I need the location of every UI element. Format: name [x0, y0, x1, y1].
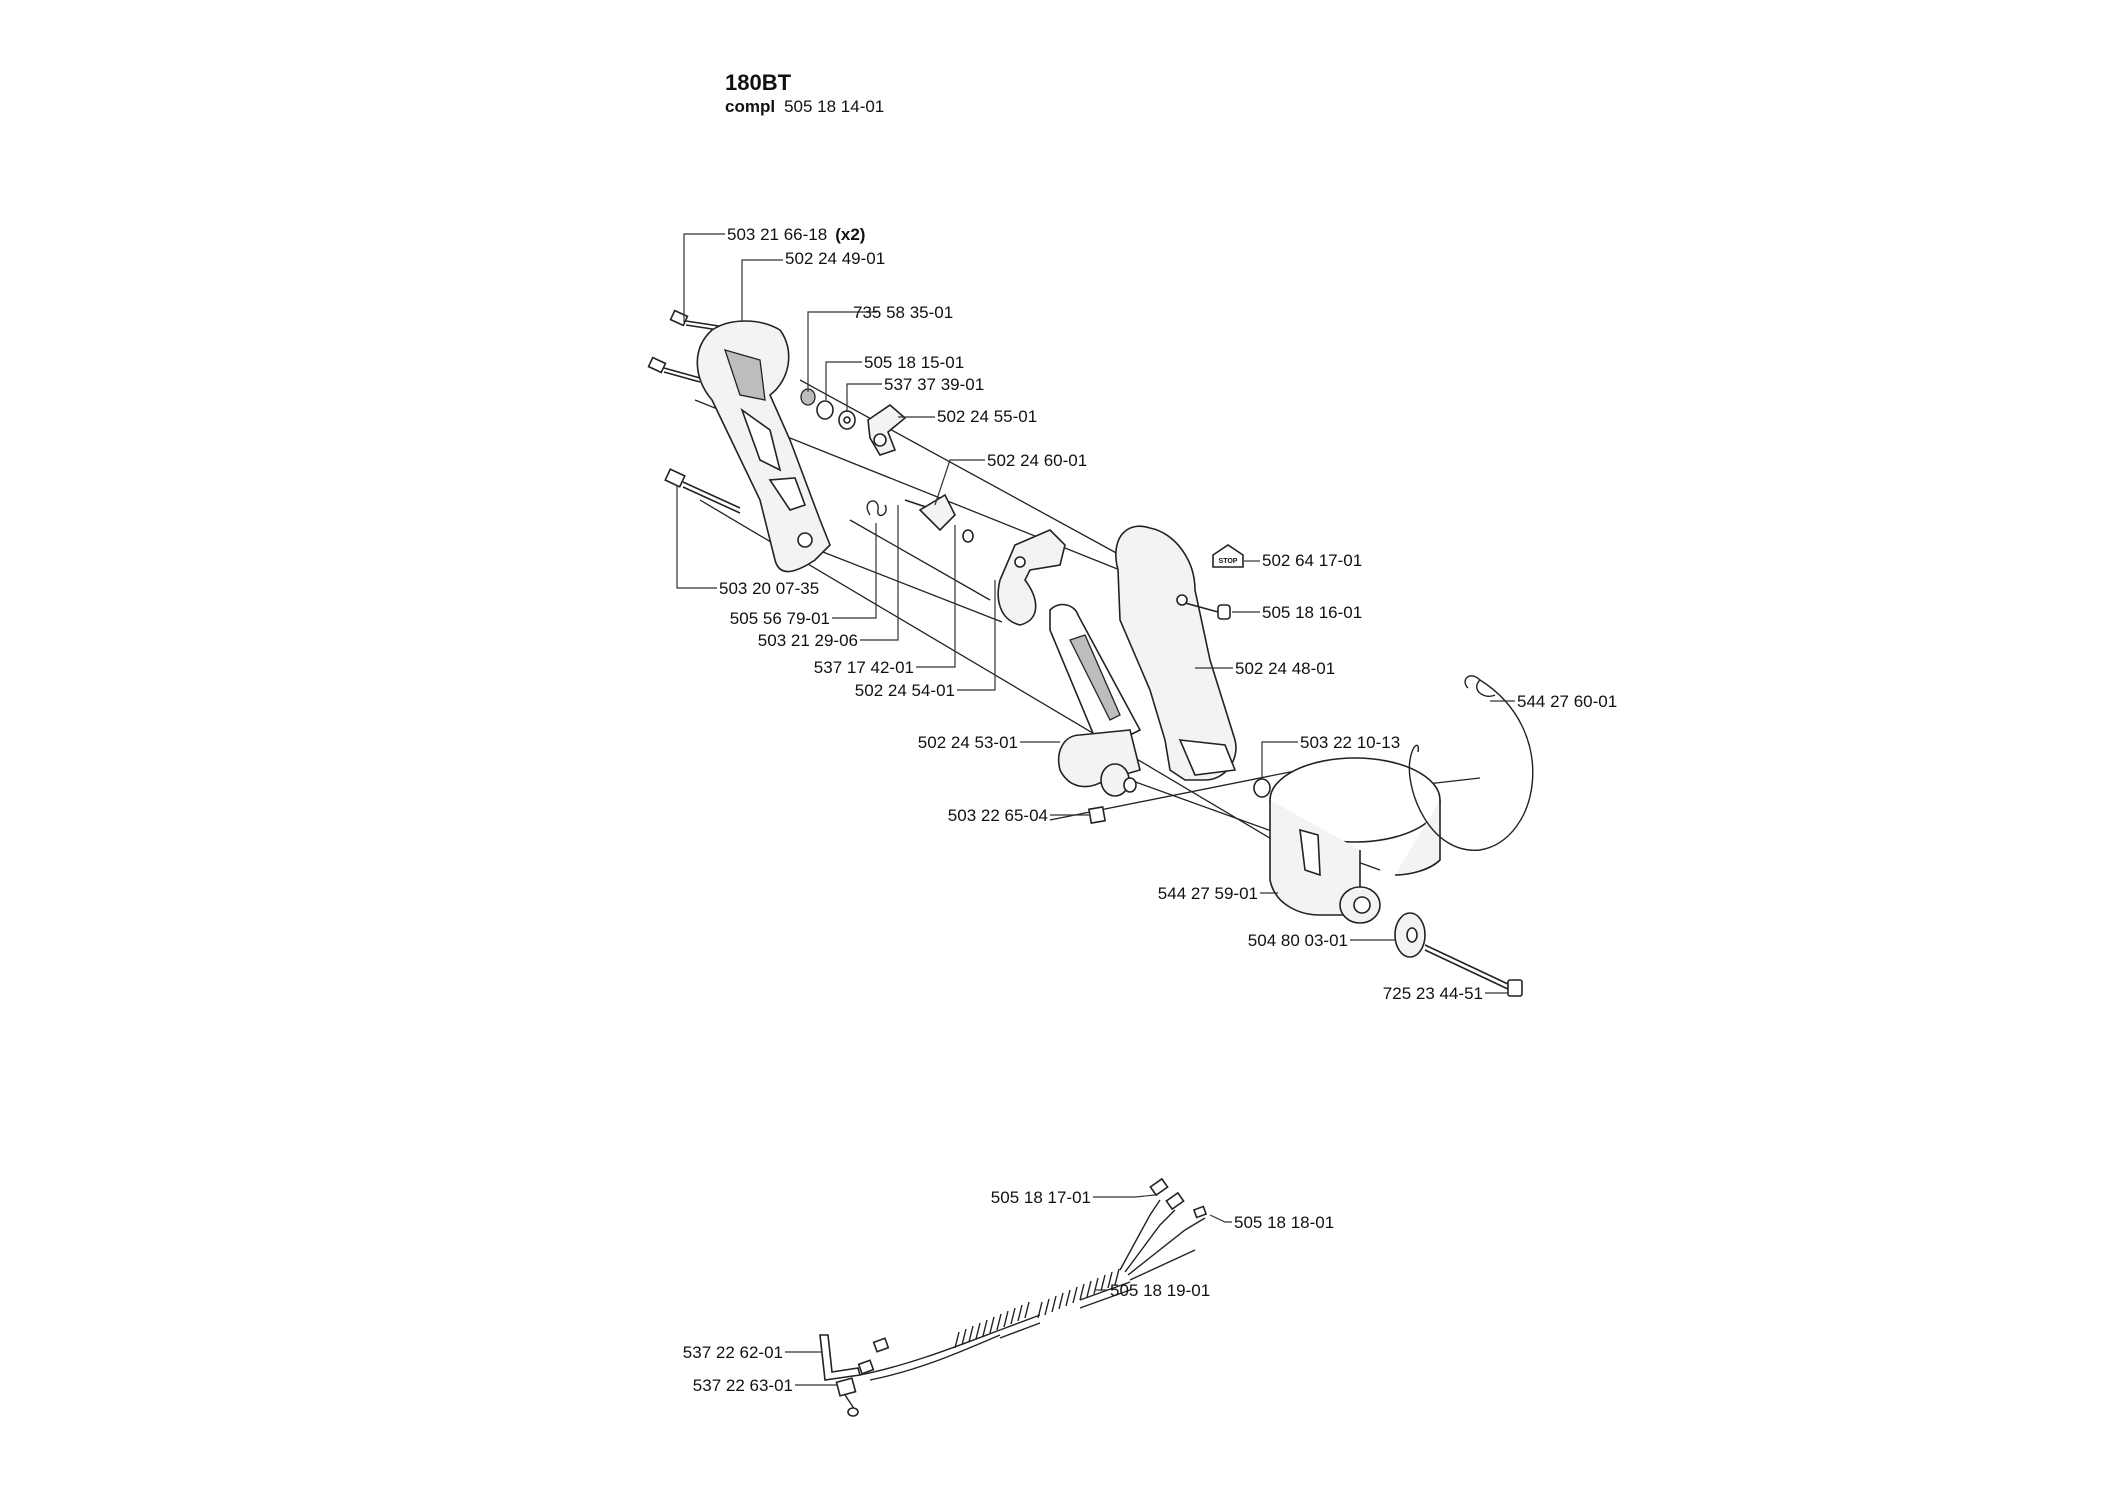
compl-number: 505 18 14-01	[784, 97, 884, 116]
label-505-18-15-01: 505 18 15-01	[864, 353, 964, 372]
leader-lines	[676, 233, 1515, 1386]
label-502-24-60-01: 502 24 60-01	[987, 451, 1087, 470]
compl-label: compl	[725, 97, 775, 116]
label-537-22-63-01: 537 22 63-01	[693, 1376, 793, 1395]
label-537-37-39-01: 537 37 39-01	[884, 375, 984, 394]
label-502-24-48-01: 502 24 48-01	[1235, 659, 1335, 678]
label-537-22-62-01: 537 22 62-01	[683, 1343, 783, 1362]
label-504-80-03-01: 504 80 03-01	[1248, 931, 1348, 950]
long-screw	[664, 468, 741, 514]
small-washers	[800, 388, 856, 430]
wiring-harness	[819, 1177, 1208, 1417]
part-labels: 503 21 66-18 (x2) 502 24 49-01 735 58 35…	[683, 225, 1617, 1395]
compl-line: compl 505 18 14-01	[725, 97, 884, 116]
cable-loop	[1408, 675, 1534, 851]
label-537-17-42-01: 537 17 42-01	[814, 658, 914, 677]
bolt-long	[1424, 944, 1523, 997]
label-503-20-07-35: 503 20 07-35	[719, 579, 819, 598]
label-502-24-54-01: 502 24 54-01	[855, 681, 955, 700]
label-503-22-65-04: 503 22 65-04	[948, 806, 1048, 825]
clamp	[1269, 757, 1441, 924]
label-503-21-29-06: 503 21 29-06	[758, 631, 858, 650]
lock-knob	[867, 403, 907, 456]
label-505-18-16-01: 505 18 16-01	[1262, 603, 1362, 622]
label-502-24-55-01: 502 24 55-01	[937, 407, 1037, 426]
label-544-27-60-01: 544 27 60-01	[1517, 692, 1617, 711]
label-725-23-44-51: 725 23 44-51	[1383, 984, 1483, 1003]
throttle-trigger	[997, 529, 1066, 626]
grip-tube	[1049, 603, 1142, 788]
label-503-21-66-18: 503 21 66-18 (x2)	[727, 225, 865, 244]
bevel-gear	[1394, 912, 1426, 958]
label-505-18-17-01: 505 18 17-01	[991, 1188, 1091, 1207]
screw-short	[1184, 602, 1231, 620]
label-502-24-53-01: 502 24 53-01	[918, 733, 1018, 752]
label-544-27-59-01: 544 27 59-01	[1158, 884, 1258, 903]
label-505-18-18-01: 505 18 18-01	[1234, 1213, 1334, 1232]
label-505-18-19-01: 505 18 19-01	[1110, 1281, 1210, 1300]
label-503-22-10-13: 503 22 10-13	[1300, 733, 1400, 752]
label-505-56-79-01: 505 56 79-01	[730, 609, 830, 628]
stop-decal: STOP	[1212, 544, 1244, 568]
label-735-58-35-01: 735 58 35-01	[853, 303, 953, 322]
lever-small	[918, 493, 956, 532]
washer-small	[962, 529, 974, 543]
cable-loop-end	[1476, 679, 1496, 697]
stop-decal-text: STOP	[1219, 558, 1238, 565]
model-title: 180BT	[725, 70, 792, 95]
spring	[866, 500, 887, 517]
square-nut	[1087, 805, 1107, 825]
label-502-64-17-01: 502 64 17-01	[1262, 551, 1362, 570]
harness-coil-1	[954, 1301, 1030, 1349]
washer-handle	[1253, 778, 1271, 798]
small-gear	[1100, 763, 1137, 797]
handle-right-half	[1115, 525, 1237, 781]
handle-left-half	[696, 320, 831, 573]
harness-coil-2	[1037, 1268, 1120, 1319]
label-502-24-49-01: 502 24 49-01	[785, 249, 885, 268]
